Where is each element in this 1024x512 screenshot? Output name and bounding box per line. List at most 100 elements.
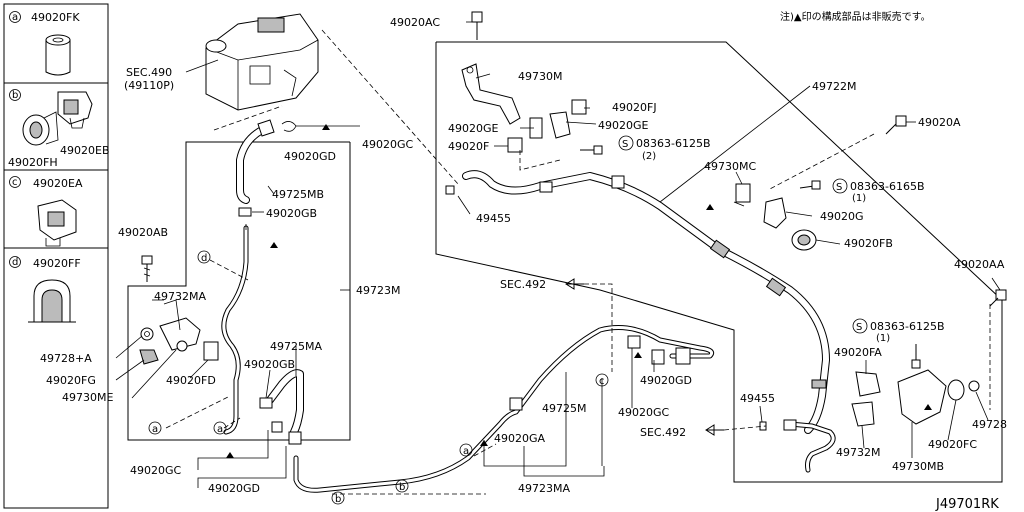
legend-key-c: c xyxy=(12,177,18,188)
bolt-08363-6125b-icon xyxy=(580,145,603,155)
label-49725mb[interactable]: 49725MB xyxy=(272,188,324,201)
bolt-08363-6165b-icon xyxy=(799,180,821,190)
label-49732m[interactable]: 49732M xyxy=(836,446,880,459)
label-49020gc-mid[interactable]: 49020GC xyxy=(618,406,670,419)
label-08363-6165b-qty: (1) xyxy=(852,193,866,204)
bolt-49020ab-icon xyxy=(141,255,153,282)
legend-key-a-icon xyxy=(9,11,21,23)
svg-text:a: a xyxy=(152,424,158,435)
svg-text:S: S xyxy=(622,139,628,150)
label-49020fc[interactable]: 49020FC xyxy=(928,438,977,451)
label-49020gb-1[interactable]: 49020GB xyxy=(266,207,317,220)
clip-49020f-icon xyxy=(507,137,523,153)
non-sale-markers xyxy=(226,124,932,458)
bracket-49730mc-icon xyxy=(735,183,751,203)
label-49020a[interactable]: 49020A xyxy=(918,116,961,129)
label-49020fj[interactable]: 49020FJ xyxy=(612,101,657,114)
right-group-box xyxy=(435,41,1003,483)
label-49020ga[interactable]: 49020GA xyxy=(494,432,546,445)
left-group-box xyxy=(127,141,351,441)
legend-part-a: 49020FK xyxy=(31,11,80,24)
washer-49728-icon xyxy=(968,380,980,392)
label-49730mb[interactable]: 49730MB xyxy=(892,460,944,473)
svg-text:S: S xyxy=(856,322,862,333)
bracket-49730me-icon xyxy=(159,317,201,351)
label-49020fg[interactable]: 49020FG xyxy=(46,374,96,387)
clip-49020ge-icon xyxy=(549,111,571,139)
label-49730m[interactable]: 49730M xyxy=(518,70,562,83)
label-49732ma[interactable]: 49732MA xyxy=(154,290,206,303)
label-49728a[interactable]: 49728+A xyxy=(40,352,92,365)
clamp-gb-icon xyxy=(238,207,252,217)
leader-lines xyxy=(115,21,1001,488)
clamp-49732m-icon xyxy=(851,401,875,427)
reference-dashes xyxy=(165,133,991,495)
bolt-49020a-icon xyxy=(885,115,907,135)
circle-markers: d a a a b b c xyxy=(148,250,609,505)
svg-text:b: b xyxy=(399,482,405,493)
label-49723ma[interactable]: 49723MA xyxy=(518,482,570,495)
svg-text:S: S xyxy=(836,182,842,193)
label-49020ge-2[interactable]: 49020GE xyxy=(598,119,649,132)
bolt-49020aa-icon xyxy=(989,289,1007,307)
grommet-49020fg-icon xyxy=(139,349,159,365)
label-49020ge-1[interactable]: 49020GE xyxy=(448,122,499,135)
legend-key-d: d xyxy=(12,257,18,268)
label-49730me[interactable]: 49730ME xyxy=(62,391,113,404)
clip-49020fj-icon xyxy=(571,99,587,115)
grommet-49020fc-icon xyxy=(947,379,965,401)
part-labels: 49020GC 49020GD 49725MB 49020GB 49020AB … xyxy=(40,16,1007,495)
label-49455-1[interactable]: 49455 xyxy=(476,212,511,225)
grommet-icon xyxy=(45,34,71,76)
label-49020gb-2[interactable]: 49020GB xyxy=(244,358,295,371)
label-49020fa[interactable]: 49020FA xyxy=(834,346,882,359)
label-49020aa[interactable]: 49020AA xyxy=(954,258,1005,271)
label-08363-6125b-2[interactable]: 08363-6125B xyxy=(870,320,945,333)
diagram-code: J49701RK xyxy=(935,497,999,512)
note-text: 注)▲印の構成部品は非販売です。 xyxy=(780,10,931,23)
sec-492-link-bottom[interactable]: SEC.492 xyxy=(640,426,686,439)
svg-text:b: b xyxy=(335,494,341,505)
label-49455-2[interactable]: 49455 xyxy=(740,392,775,405)
legend-panel: a 49020FK b 49020EB 49020FH c 49020EA xyxy=(3,3,110,509)
label-49725m[interactable]: 49725M xyxy=(542,402,586,415)
sec-490-label[interactable]: SEC.490 xyxy=(126,66,172,79)
clamp-49020g-icon xyxy=(763,197,787,229)
legend-key-b: b xyxy=(12,90,18,101)
label-49730mc[interactable]: 49730MC xyxy=(704,160,756,173)
label-08363-6125b-1[interactable]: 08363-6125B xyxy=(636,137,711,150)
sec-490-sub-label: (49110P) xyxy=(124,79,174,92)
sec-492-link-top[interactable]: SEC.492 xyxy=(500,278,546,291)
label-08363-6165b[interactable]: 08363-6165B xyxy=(850,180,925,193)
clamp-top-icon xyxy=(257,119,275,137)
label-49722m[interactable]: 49722M xyxy=(812,80,856,93)
label-08363-6125b-2-qty: (1) xyxy=(876,333,890,344)
svg-text:c: c xyxy=(599,376,605,387)
svg-text:d: d xyxy=(201,253,207,264)
bushing-icon xyxy=(28,279,76,323)
label-49020fb[interactable]: 49020FB xyxy=(844,237,893,250)
label-49020gd-mid[interactable]: 49020GD xyxy=(640,374,692,387)
bolt-49020ac-icon xyxy=(471,11,483,40)
label-49020ac[interactable]: 49020AC xyxy=(390,16,440,29)
label-49020fd[interactable]: 49020FD xyxy=(166,374,216,387)
clamp-bracket-icon xyxy=(22,91,93,146)
label-49020gd-bot[interactable]: 49020GD xyxy=(208,482,260,495)
label-49020gd-top[interactable]: 49020GD xyxy=(284,150,336,163)
legend-key-a: a xyxy=(12,12,18,23)
washer-49728a-icon xyxy=(140,327,154,341)
sec-492-arrow-bottom-icon xyxy=(705,424,724,436)
o-ring-49455-icon xyxy=(445,185,455,195)
label-49728[interactable]: 49728 xyxy=(972,418,1007,431)
bushing-49020fd-icon xyxy=(203,341,219,361)
label-49020ab[interactable]: 49020AB xyxy=(118,226,168,239)
label-49020f[interactable]: 49020F xyxy=(448,140,489,153)
label-49020gc-top[interactable]: 49020GC xyxy=(362,138,414,151)
label-49725ma[interactable]: 49725MA xyxy=(270,340,322,353)
label-49020g[interactable]: 49020G xyxy=(820,210,864,223)
bracket-49730mb-icon xyxy=(897,369,947,425)
label-49020gc-bot[interactable]: 49020GC xyxy=(130,464,182,477)
label-49723m[interactable]: 49723M xyxy=(356,284,400,297)
reservoir-tank-icon xyxy=(205,13,319,111)
clamp-49020gd-mid-icon xyxy=(651,349,665,365)
